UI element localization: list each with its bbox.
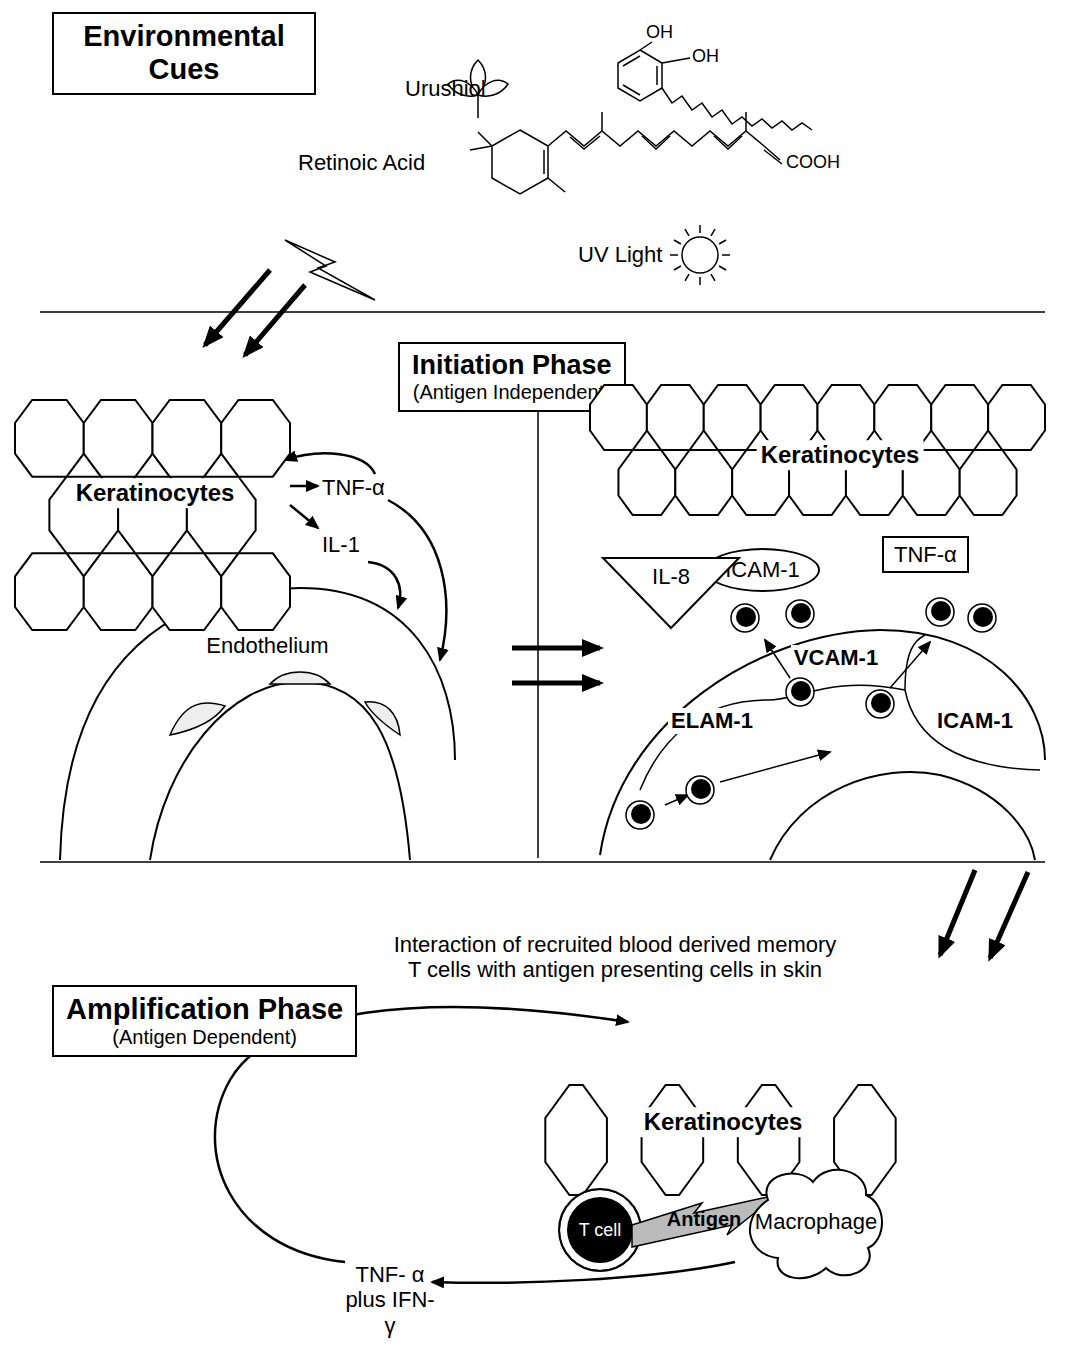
retinoic-acid-structure — [470, 112, 782, 194]
shape-node: T cell — [558, 1188, 642, 1272]
urushiol-structure — [618, 42, 812, 130]
divider — [40, 311, 1045, 313]
node-sublabel: (Antigen Dependent) — [66, 1026, 343, 1049]
node-label: Keratinocytes — [644, 1108, 803, 1136]
divider — [537, 405, 539, 858]
node-label: Amplification Phase — [66, 993, 343, 1026]
node-label: Keratinocytes — [761, 441, 920, 469]
signal-arrow — [285, 453, 446, 660]
migration-arrow — [665, 640, 930, 805]
uv-light-icon — [670, 225, 730, 285]
node-label: ELAM-1 — [671, 708, 753, 733]
divider — [40, 861, 1045, 863]
text-label: Interaction of recruited blood derived m… — [385, 932, 845, 983]
text-label: Urushiol — [405, 76, 486, 101]
flow-arrow — [205, 270, 1028, 958]
shape-node: VCAM-1 — [780, 643, 892, 673]
node-label: Antigen — [667, 1208, 741, 1231]
phase-box: Amplification Phase(Antigen Dependent) — [52, 985, 357, 1057]
shape-node: Keratinocytes — [15, 400, 290, 630]
node-label: T cell — [579, 1220, 622, 1241]
shape-node: Macrophage — [738, 1160, 888, 1285]
blood-vessel — [600, 630, 1045, 860]
node-label: Environmental Cues — [66, 20, 302, 87]
node-label: IL-8 — [603, 564, 739, 589]
shape-node: IL-8 — [603, 558, 739, 628]
text-label: IL-1 — [322, 532, 360, 557]
node-label: VCAM-1 — [794, 645, 878, 670]
node-sublabel: (Antigen Independent) — [412, 381, 612, 404]
text-label: TNF-α — [322, 475, 385, 500]
node-label: Macrophage — [755, 1209, 877, 1234]
shape-node: Keratinocytes — [590, 385, 1045, 515]
shape-node: TNF-α — [882, 536, 969, 573]
node-label: ICAM-1 — [937, 708, 1013, 733]
text-label: UV Light — [578, 242, 662, 267]
phase-box: Environmental Cues — [52, 12, 316, 95]
shape-outline — [15, 400, 290, 630]
node-label: TNF-α — [894, 542, 957, 567]
text-label: OH — [692, 46, 719, 67]
node-label: Endothelium — [206, 633, 328, 658]
text-label: Retinoic Acid — [298, 150, 425, 175]
text-label: COOH — [786, 152, 840, 173]
node-label: Keratinocytes — [76, 479, 235, 507]
shape-node: ELAM-1 — [660, 706, 764, 736]
text-label: OH — [646, 22, 673, 43]
shape-node: ICAM-1 — [925, 706, 1025, 736]
text-label: TNF- α plus IFN- γ — [345, 1262, 435, 1338]
node-label: Initiation Phase — [412, 350, 612, 381]
shape-node: Endothelium — [195, 630, 340, 662]
